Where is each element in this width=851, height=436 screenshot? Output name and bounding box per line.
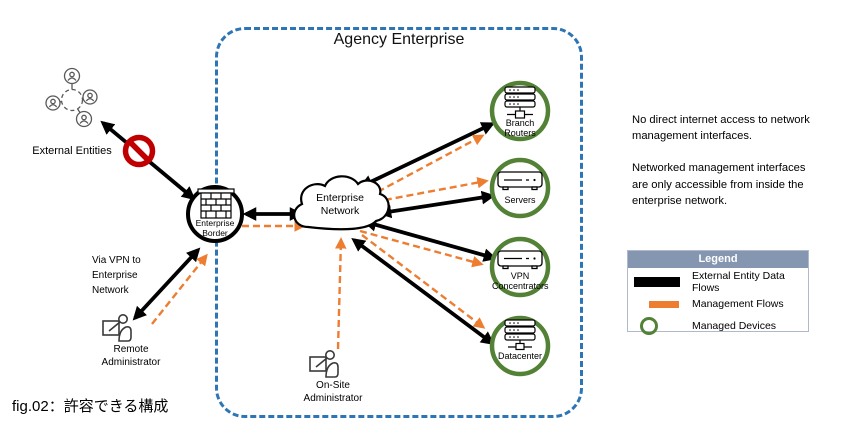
- mgmt-remote-admin-to-border: [151, 253, 208, 325]
- enterprise-border-label: Enterprise Border: [195, 218, 235, 238]
- flow-cloud-to-servers: [377, 190, 496, 219]
- no-entry-icon: [122, 134, 156, 168]
- mgmt-onsite-admin-to-cloud: [335, 237, 347, 350]
- branch-routers-label: Branch Routers: [504, 118, 536, 139]
- flow-remote-admin-to-border: [132, 247, 201, 321]
- enterprise-network-cloud: [293, 175, 390, 231]
- onsite-administrator-icon: [309, 349, 339, 378]
- flow-cloud-to-vpn: [362, 218, 498, 262]
- note-no-direct-access: No direct internet access to network man…: [632, 114, 810, 143]
- branch-routers-node: [489, 80, 551, 142]
- mgmt-cloud-to-datacenter: [361, 234, 486, 329]
- legend-title: Legend: [628, 251, 808, 268]
- cloud-icon: [293, 175, 390, 231]
- external-entities-label: External Entities: [32, 145, 112, 157]
- external-entities-icon: [45, 67, 98, 128]
- management-flows: [151, 134, 489, 350]
- black-line-swatch: [628, 277, 692, 287]
- servers-node: [489, 157, 551, 219]
- vpn-concentrators-icon: [497, 250, 543, 270]
- legend-box: Legend External Entity Data Flows Manage…: [627, 250, 809, 335]
- enterprise-border-node: [186, 185, 244, 243]
- legend-item-management-flows: Management Flows: [628, 296, 808, 312]
- servers-label: Servers: [504, 195, 536, 205]
- legend-item-label: External Entity Data Flows: [692, 270, 785, 294]
- mgmt-cloud-to-branch-routers: [367, 134, 485, 199]
- note-inside-only: Networked management interfaces are only…: [632, 162, 806, 207]
- mgmt-cloud-to-servers: [373, 176, 489, 204]
- side-notes: No direct internet access to network man…: [632, 112, 814, 209]
- external-entity-person-nodes: [45, 67, 98, 128]
- diagram-title: Agency Enterprise: [333, 31, 465, 48]
- firewall-icon: [197, 188, 235, 219]
- vpn-concentrators-node: [489, 236, 551, 298]
- remote-administrator-label: Remote Administrator: [101, 344, 161, 368]
- datacenter-node: [489, 315, 551, 377]
- figure-caption: fig.02：許容できる構成: [12, 398, 169, 415]
- mgmt-cloud-to-vpn: [359, 229, 484, 268]
- datacenter-label: Datacenter: [497, 351, 543, 361]
- flow-cloud-to-branch-routers: [358, 122, 496, 188]
- branch-routers-icon: [504, 86, 536, 119]
- legend-item-external-flows: External Entity Data Flows: [628, 270, 808, 294]
- remote-administrator-icon: [102, 313, 132, 342]
- legend-item-label: Management Flows: [692, 298, 784, 310]
- datacenter-icon: [504, 319, 536, 351]
- vpn-concentrators-label: VPN Concentrators: [492, 271, 549, 292]
- green-ring-swatch: [628, 317, 692, 335]
- legend-item-managed-devices: Managed Devices: [628, 317, 808, 335]
- legend-item-label: Managed Devices: [692, 320, 777, 332]
- servers-icon: [497, 171, 543, 191]
- onsite-administrator-label: On-Site Administrator: [303, 380, 363, 404]
- managed-devices: [489, 80, 551, 377]
- orange-line-swatch: [628, 300, 692, 308]
- via-vpn-annotation: Via VPN to Enterprise Network: [92, 255, 141, 296]
- enterprise-network-label: Enterprise Network: [316, 192, 364, 218]
- flow-cloud-to-datacenter: [351, 237, 495, 346]
